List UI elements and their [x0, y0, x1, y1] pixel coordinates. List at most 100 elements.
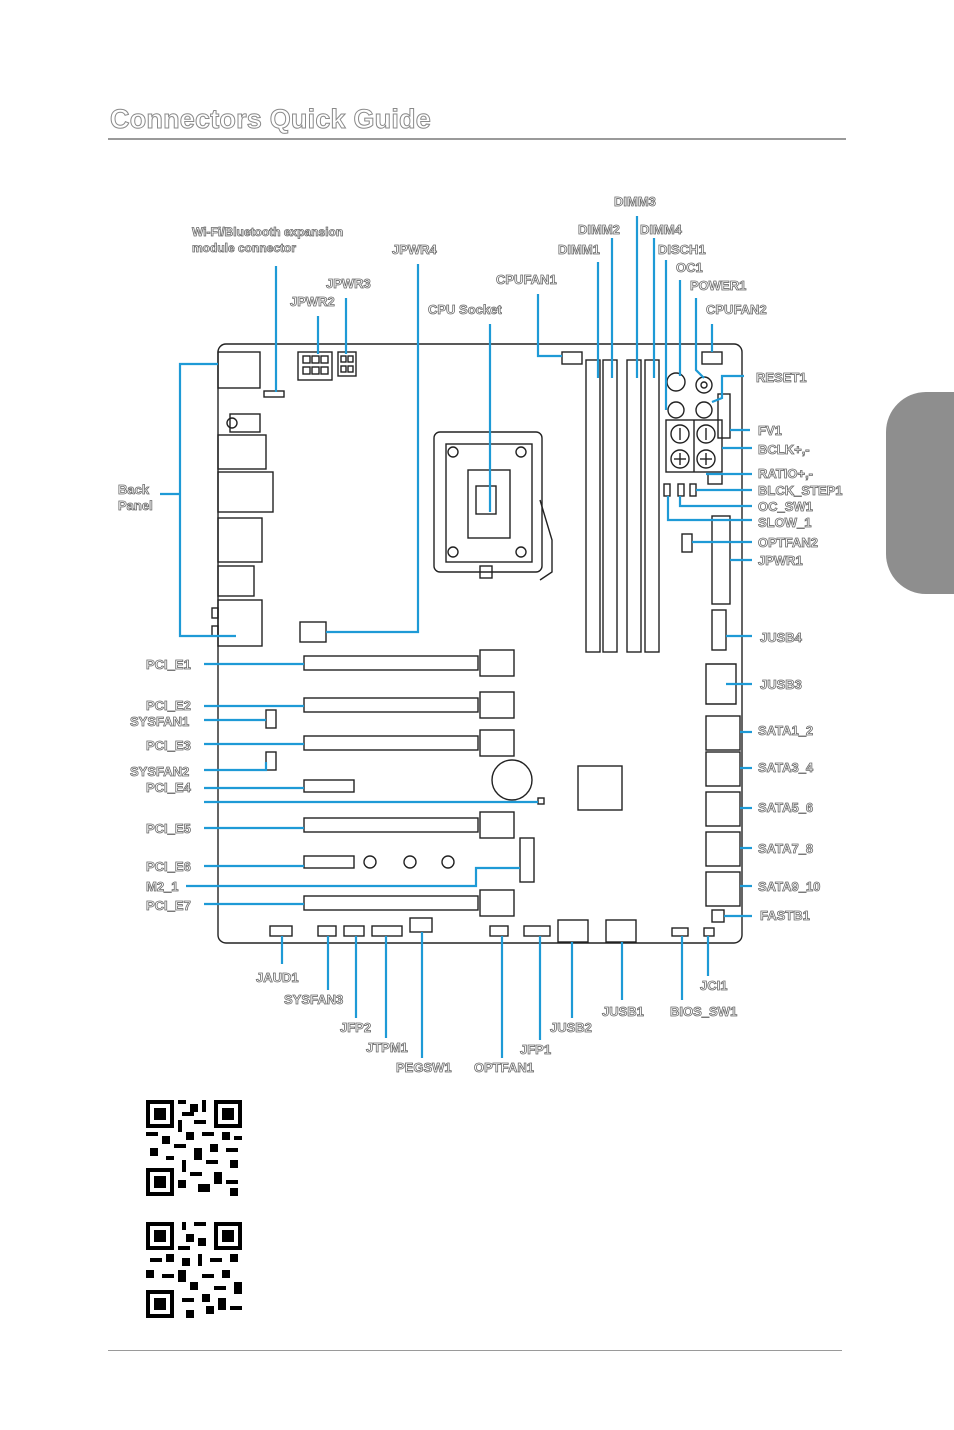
label-disch1: DISCH1 [658, 242, 706, 258]
label-pcie3: PCI_E3 [146, 738, 192, 754]
cpufan2-header [701, 351, 723, 365]
label-pcie1: PCI_E1 [146, 657, 192, 673]
label-sysfan3: SYSFAN3 [284, 992, 344, 1008]
cpu-socket-frame [433, 431, 543, 573]
jpwr2-connector [297, 351, 333, 381]
jtpm1-header [371, 925, 403, 937]
pcie3-slot [303, 735, 479, 751]
jpwr1-connector [711, 515, 731, 605]
label-sata5-6: SATA5_6 [758, 800, 814, 816]
label-bios-sw1: BIOS_SW1 [670, 1004, 738, 1020]
board-outline [217, 343, 743, 944]
fv1-header [717, 393, 731, 439]
io-block-3 [217, 517, 263, 563]
label-jfp2: JFP2 [340, 1020, 372, 1036]
jci1-header [703, 927, 715, 937]
label-jpwr4: JPWR4 [392, 242, 438, 258]
sysfan3-header [317, 925, 337, 937]
jusb2-header [557, 919, 589, 943]
pcie5-slot [303, 817, 479, 833]
label-m2-1: M2_1 [146, 879, 179, 895]
footer-divider [108, 1350, 842, 1351]
label-fastb1: FASTB1 [760, 908, 811, 924]
label-cpufan2: CPUFAN2 [706, 302, 767, 318]
qr-code-icon [146, 1222, 242, 1318]
dimm1-slot [585, 359, 601, 653]
title-divider [108, 138, 846, 140]
sata9-10 [705, 871, 741, 907]
label-dimm3: DIMM3 [614, 194, 657, 210]
label-sata3-4: SATA3_4 [758, 760, 814, 776]
leader-lines [160, 216, 752, 1058]
label-jtpm1: JTPM1 [366, 1040, 409, 1056]
jusb3-connector [705, 663, 737, 705]
label-panel: Panel [118, 498, 153, 514]
sata5-6 [705, 791, 741, 827]
label-jaud1: JAUD1 [256, 970, 299, 986]
label-jpwr2: JPWR2 [290, 294, 336, 310]
label-jpwr3: JPWR3 [326, 276, 372, 292]
sata1-2 [705, 715, 741, 751]
label-ratio: RATIO+,- [758, 466, 814, 482]
label-jusb3: JUSB3 [760, 677, 803, 693]
io-antenna [229, 413, 261, 433]
label-oc-sw1: OC_SW1 [758, 499, 814, 515]
sata3-4 [705, 751, 741, 787]
pcie2-slot [303, 697, 479, 713]
pcie7-slot [303, 895, 479, 911]
label-jusb1: JUSB1 [602, 1004, 645, 1020]
label-bclk: BCLK+,- [758, 442, 810, 458]
sysfan2-header [265, 751, 277, 771]
jpwr4-connector [299, 621, 327, 643]
cmos-battery [491, 759, 533, 801]
section-tab [886, 392, 954, 594]
chipset [577, 765, 623, 811]
label-pegsw1: PEGSW1 [396, 1060, 452, 1076]
label-reset1: RESET1 [756, 370, 807, 386]
label-dimm4: DIMM4 [640, 222, 683, 238]
label-sata9-10: SATA9_10 [758, 879, 821, 895]
io-block-4 [217, 565, 255, 597]
label-jusb4: JUSB4 [760, 630, 803, 646]
pegsw1-switch [409, 917, 433, 933]
label-wifi-line1: Wi-Fi/Bluetooth expansion [192, 225, 344, 240]
label-slow-1: SLOW_1 [758, 515, 812, 531]
jfp1-header [523, 925, 551, 937]
label-sysfan1: SYSFAN1 [130, 714, 190, 730]
wifi-header [263, 390, 285, 398]
label-fv1: FV1 [758, 423, 783, 439]
label-wifi-line2: module connector [192, 241, 297, 256]
label-dimm2: DIMM2 [578, 222, 621, 238]
label-cpu-socket: CPU Socket [428, 302, 502, 318]
label-sata1-2: SATA1_2 [758, 723, 814, 739]
label-pcie4: PCI_E4 [146, 780, 192, 796]
io-block-2 [217, 471, 274, 513]
jaud1-header [269, 925, 293, 937]
label-oc1: OC1 [676, 260, 704, 276]
jusb4-header [711, 609, 727, 651]
jusb1-header [605, 919, 637, 943]
dimm3-slot [626, 359, 642, 653]
io-audio [217, 599, 263, 647]
dimm2-slot [602, 359, 618, 653]
bios-sw1-switch [671, 927, 689, 937]
label-pcie2: PCI_E2 [146, 698, 192, 714]
jfp2-header [343, 925, 365, 937]
label-pcie5: PCI_E5 [146, 821, 192, 837]
optfan2-header [681, 533, 693, 553]
sata7-8 [705, 831, 741, 867]
label-optfan2: OPTFAN2 [758, 535, 819, 551]
label-power1: POWER1 [690, 278, 747, 294]
io-block-1 [217, 434, 267, 470]
m2-slot [519, 837, 535, 883]
label-jusb2: JUSB2 [550, 1020, 593, 1036]
cpufan1-header [561, 351, 583, 365]
pcie1-slot [303, 655, 479, 671]
sysfan1-header [265, 709, 277, 729]
label-jci1: JCI1 [700, 978, 728, 994]
label-cpufan1: CPUFAN1 [496, 272, 557, 288]
label-blck-step1: BLCK_STEP1 [758, 483, 843, 499]
label-sysfan2: SYSFAN2 [130, 764, 190, 780]
pcie6-slot [303, 855, 355, 869]
